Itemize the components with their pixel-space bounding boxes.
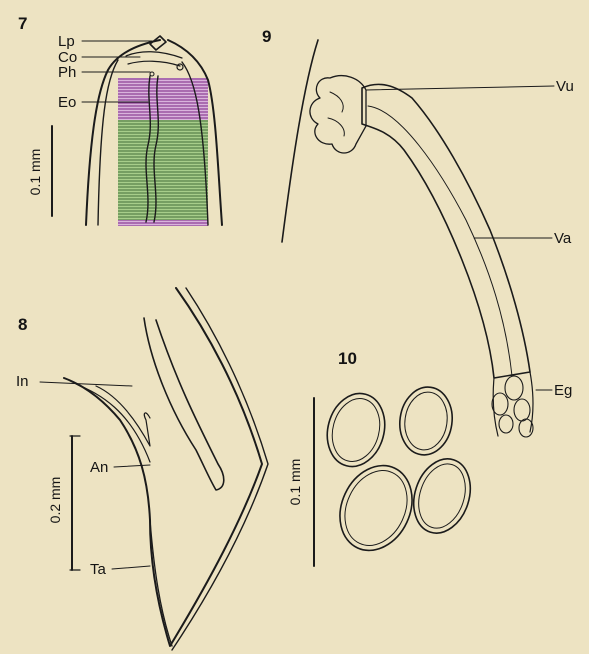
- figure-8: 8 In An Ta 0.2 mm: [16, 288, 268, 650]
- egg-3-shell: [333, 460, 419, 555]
- fig7-papilla: [177, 64, 183, 70]
- fig9-vulva-lobes: [310, 76, 366, 153]
- fig9-vagina-lumen: [368, 106, 512, 376]
- figure-8-number: 8: [18, 315, 27, 334]
- fig9-egg-3: [514, 399, 530, 421]
- egg-1: [319, 387, 392, 473]
- fig9-vagina: [362, 84, 530, 378]
- fig9-egg-1: [505, 376, 523, 400]
- fig9-vulva-fold-1: [330, 92, 343, 112]
- leader-in: [40, 382, 132, 386]
- egg-3: [327, 454, 426, 562]
- leader-an: [114, 465, 150, 467]
- fig8-tail-inner: [150, 520, 172, 646]
- figure-10-number: 10: [338, 349, 357, 368]
- fig8-body-outer-2: [172, 288, 268, 650]
- figure-7-number: 7: [18, 14, 27, 33]
- label-ta: Ta: [90, 561, 107, 578]
- egg-4-shell: [411, 458, 473, 534]
- fig7-collar-inner: [128, 61, 180, 66]
- fig9-vulva-fold-2: [328, 118, 344, 136]
- fig7-pharynx-node: [150, 72, 154, 76]
- figure-9: 9 Vu Va Eg: [262, 27, 574, 437]
- fig8-scale-label: 0.2 mm: [47, 477, 63, 524]
- fig7-lip: [150, 36, 166, 50]
- fig9-body-wall: [282, 40, 318, 242]
- fig10-scale-label: 0.1 mm: [287, 459, 303, 506]
- fig9-tube-end-right: [530, 372, 533, 432]
- egg-1-shell: [326, 393, 387, 467]
- leader-ta: [112, 566, 150, 569]
- label-vu: Vu: [556, 78, 574, 95]
- fig7-body-left-inner: [98, 60, 118, 225]
- label-eo: Eo: [58, 94, 76, 111]
- fig9-tube-end-left: [493, 378, 498, 436]
- label-ph: Ph: [58, 64, 76, 81]
- fig9-egg-4: [499, 415, 513, 433]
- egg-2-shell: [401, 389, 451, 452]
- fig7-muscle-green: [118, 120, 208, 220]
- fig8-rectum: [76, 384, 150, 462]
- fig7-scale-label: 0.1 mm: [27, 149, 43, 196]
- figure-9-number: 9: [262, 27, 271, 46]
- label-eg: Eg: [554, 382, 572, 399]
- label-an: An: [90, 459, 108, 476]
- figure-7: 7 Lp Co Ph Eo 0.1 mm: [18, 14, 222, 226]
- figure-10: 10 0.1 mm: [287, 349, 479, 566]
- label-in: In: [16, 373, 29, 390]
- label-va: Va: [554, 230, 572, 247]
- label-lp: Lp: [58, 33, 75, 50]
